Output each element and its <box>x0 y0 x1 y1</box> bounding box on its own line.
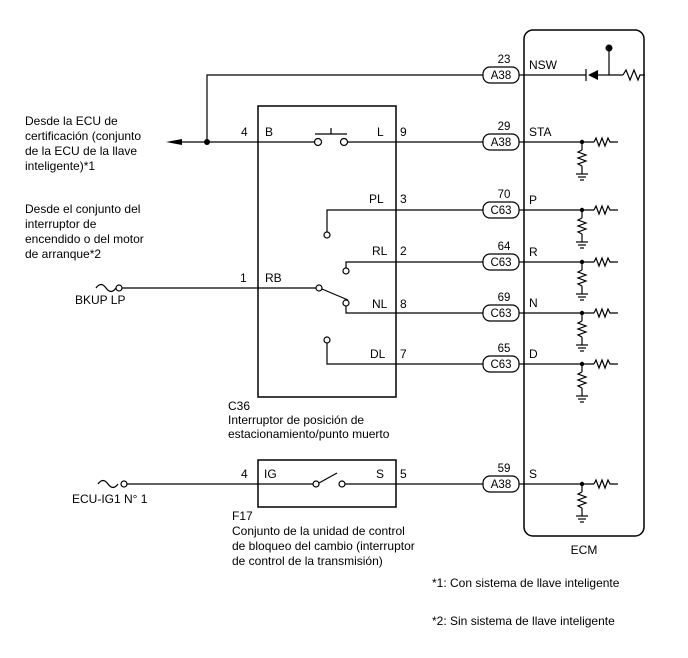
ecm-terminal: A38 59 S <box>482 463 618 523</box>
ecm-signal-name: NSW <box>529 58 558 72</box>
note-line: de la ECU de la llave <box>25 144 137 158</box>
ecm-signal-name: R <box>529 245 538 259</box>
ecm-signal-name: STA <box>529 125 551 139</box>
switch-contact-b-l-icon <box>258 128 396 147</box>
fuse-bkup-icon <box>95 283 123 293</box>
connector-code: A38 <box>491 479 511 491</box>
ecm-signal-name: S <box>529 467 537 481</box>
switch-f17-desc: Conjunto de la unidad de control <box>232 524 405 538</box>
bkup-label: BKUP LP <box>75 293 125 307</box>
pull-down-resistor-icon <box>524 204 618 249</box>
note-line: encendido o del motor <box>25 232 144 246</box>
ecm-pin-number: 29 <box>498 121 511 133</box>
contact-nl-terminal <box>342 299 350 307</box>
pin-label: B <box>265 125 273 139</box>
pull-down-resistor-icon <box>524 136 618 181</box>
note-line: certificación (conjunto <box>25 129 141 143</box>
connector-code: C63 <box>490 359 511 371</box>
selector-wiper-icon <box>321 288 349 301</box>
contact-rl-terminal <box>342 267 350 275</box>
connector-code: C63 <box>490 308 511 320</box>
switch-c36-desc: estacionamiento/punto muerto <box>228 427 390 441</box>
ecm-pin-number: 64 <box>498 241 511 253</box>
switch-c36-desc: Interruptor de posición de <box>228 413 364 427</box>
ecm-terminal: C63 65 D <box>482 343 618 403</box>
pin-number: 3 <box>400 192 407 206</box>
pin-number: 8 <box>400 297 407 311</box>
ecm-pin-number: 65 <box>498 343 511 355</box>
input-arrow-icon <box>166 139 182 145</box>
pin-label: PL <box>369 192 384 206</box>
pin-number: 7 <box>400 347 407 361</box>
pin-number: 5 <box>400 467 407 481</box>
pin-label: RL <box>372 244 388 258</box>
pull-down-resistor-icon <box>524 478 618 523</box>
nsw-internal-circuit <box>524 44 645 82</box>
pull-down-resistor-icon <box>524 256 618 301</box>
pin-label: DL <box>370 347 386 361</box>
footnote: *1: Con sistema de llave inteligente <box>432 576 620 590</box>
switch-f17-desc: de control de la transmisión) <box>232 554 383 568</box>
ecm-terminal: C63 64 R <box>482 241 618 301</box>
ecm-label: ECM <box>571 543 598 557</box>
contact-nl <box>345 306 396 314</box>
pin-number: 9 <box>400 125 407 139</box>
note-line: de arranque*2 <box>25 247 101 261</box>
connector-code: C63 <box>490 257 511 269</box>
note-line: Desde el conjunto del <box>25 202 140 216</box>
connector-code: C63 <box>490 205 511 217</box>
pin-number: 4 <box>241 467 248 481</box>
pin-number: 1 <box>240 271 247 285</box>
note-ignition-switch: Desde el conjunto del interruptor de enc… <box>25 202 144 261</box>
ecm-box <box>523 29 645 537</box>
contact-dl-terminal <box>323 336 331 344</box>
ecm-pin-number: 70 <box>498 189 511 201</box>
switch-c36-code: C36 <box>228 399 250 413</box>
fuse-ecu-ig1-icon <box>97 479 128 489</box>
pin-label: S <box>376 467 384 481</box>
pin-label: RB <box>265 271 282 285</box>
footnote: *2: Sin sistema de llave inteligente <box>432 614 615 628</box>
switch-contact-ig-s-icon <box>258 472 396 488</box>
contact-dl <box>326 343 396 365</box>
pin-label: IG <box>264 467 277 481</box>
ecm-pin-number: 23 <box>498 54 511 66</box>
switch-f17-code: F17 <box>232 509 253 523</box>
connector-code: A38 <box>491 70 511 82</box>
ecm-signal-name: D <box>529 347 538 361</box>
pin-number: 2 <box>400 244 407 258</box>
contact-rl <box>345 261 396 268</box>
note-line: interruptor de <box>25 217 97 231</box>
pin-number: 4 <box>241 125 248 139</box>
ecm-terminal: C63 70 P <box>482 189 618 249</box>
ecu-ig1-label: ECU-IG1 N° 1 <box>72 492 148 506</box>
note-line: inteligente)*1 <box>25 159 95 173</box>
ecm-pin-number: 69 <box>498 292 511 304</box>
pin-label: L <box>377 125 384 139</box>
pin-label: NL <box>372 297 388 311</box>
connector-code: A38 <box>491 137 511 149</box>
ecm-terminal: C63 69 N <box>482 292 618 352</box>
wire-nsw <box>206 74 483 142</box>
contact-pl <box>326 209 396 232</box>
switch-c36-box <box>257 105 397 398</box>
ecm-terminals: A38 23 NSW A38 29 STA C63 70 P C63 64 R C63 69 N C63 65 D… <box>482 54 618 523</box>
note-line: Desde la ECU de <box>25 114 118 128</box>
switch-f17-desc: de bloqueo del cambio (interruptor <box>232 539 415 553</box>
ecm-terminal: A38 23 NSW <box>482 54 558 84</box>
contact-pl-terminal <box>323 231 331 239</box>
ecm-signal-name: N <box>529 296 538 310</box>
ecm-signal-name: P <box>529 193 537 207</box>
note-ecu-certification: Desde la ECU de certificación (conjunto … <box>25 114 141 173</box>
wiper-pivot <box>315 284 323 292</box>
pull-down-resistor-icon <box>524 358 618 403</box>
ecm-terminal: A38 29 STA <box>482 121 618 181</box>
ecm-pin-number: 59 <box>498 463 511 475</box>
pull-down-resistor-icon <box>524 307 618 352</box>
